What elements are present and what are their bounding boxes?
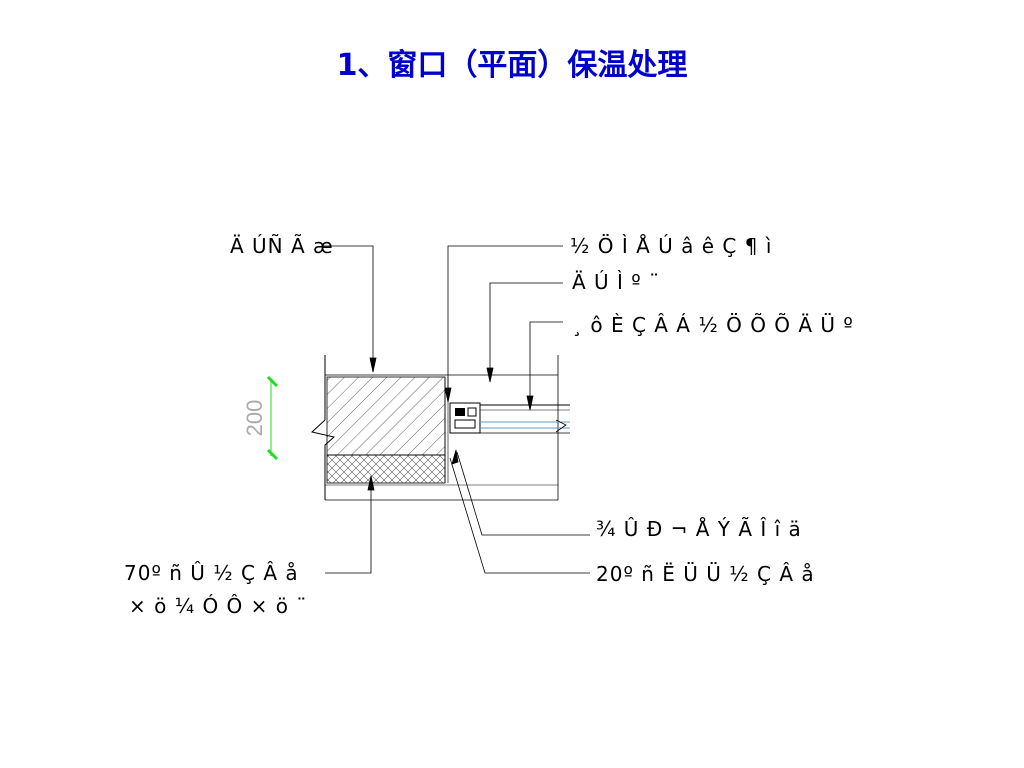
label-bottom-right-2: 20º ñ Ë Ü Ü ½ Ç Â å <box>596 562 815 586</box>
dimension-200: 200 <box>242 375 279 461</box>
wall-section <box>310 355 559 501</box>
dimension-text: 200 <box>242 400 267 437</box>
label-top-right-2: Ä Ú Ì º ¨ <box>572 270 661 294</box>
label-bottom-left-2: × ö ¼ Ó Ô × ö ¨ <box>129 594 308 618</box>
label-bottom-right-1: ¾ Û Ð ¬ Å Ý Ã Î î ä <box>596 517 802 541</box>
insulation-layer <box>326 454 446 484</box>
label-top-right-1: ½ Ö Ì Å Ú â ê Ç ¶ ì <box>570 234 773 258</box>
concrete-layer <box>326 376 446 456</box>
window-frame <box>449 402 570 434</box>
leader-lines <box>323 245 590 574</box>
label-top-right-3: ¸ ô È Ç Â Á ½ Ö Õ Õ Ä Ü º <box>572 313 854 337</box>
page-title: 1、窗口（平面）保温处理 <box>336 48 688 83</box>
label-bottom-left-1: 70º ñ Û ½ Ç Â å <box>124 561 299 585</box>
label-top-left: Ä ÚÑ Ã æ <box>230 234 334 258</box>
